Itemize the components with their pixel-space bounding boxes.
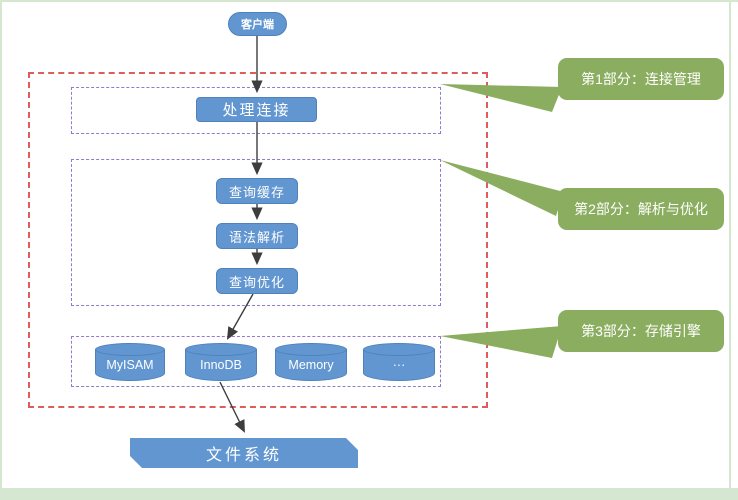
engine-label: InnoDB <box>200 358 242 372</box>
engine-cylinder-myisam: MyISAM <box>95 343 165 381</box>
optimizer-label: 查询优化 <box>228 274 285 290</box>
cylinder-top <box>95 343 165 356</box>
callout-label: 第1部分：连接管理 <box>581 71 701 87</box>
engine-cylinder-others: ··· <box>363 343 435 381</box>
arrow-optimizer-to-engine <box>226 293 254 340</box>
server-boundary-box <box>28 72 488 408</box>
cylinder-top <box>363 343 435 356</box>
engine-cylinder-innodb: InnoDB <box>185 343 257 381</box>
callout-label: 第3部分：存储引擎 <box>581 323 701 339</box>
file-system-node: 文件系统 <box>130 438 358 468</box>
page-border-left <box>0 0 2 500</box>
client-label: 客户端 <box>241 19 274 31</box>
query-cache-node: 查询缓存 <box>216 178 298 204</box>
engine-label: MyISAM <box>106 358 154 372</box>
engine-cylinder-memory: Memory <box>275 343 347 381</box>
engine-label: Memory <box>288 358 334 372</box>
callout-part3-storage-engine: 第3部分：存储引擎 <box>558 310 724 352</box>
parser-node: 语法解析 <box>216 223 298 249</box>
page-border-bottom <box>0 488 738 500</box>
cylinder-top <box>185 343 257 356</box>
optimizer-node: 查询优化 <box>216 268 298 294</box>
storage-engine-group-box <box>71 336 441 387</box>
page-border-top <box>0 0 738 2</box>
client-node: 客户端 <box>228 12 287 36</box>
callout-part2-parse-optimize: 第2部分：解析与优化 <box>558 188 724 230</box>
query-cache-label: 查询缓存 <box>228 184 285 200</box>
cylinder-top <box>275 343 347 356</box>
engine-label: ··· <box>392 358 406 372</box>
callout-part1-connection-management: 第1部分：连接管理 <box>558 58 724 100</box>
parse-optimize-group-box <box>71 159 441 306</box>
handle-connection-node: 处理连接 <box>196 97 317 122</box>
parser-label: 语法解析 <box>228 229 285 245</box>
file-system-label: 文件系统 <box>205 447 282 464</box>
callout-label: 第2部分：解析与优化 <box>574 201 708 217</box>
handle-connection-label: 处理连接 <box>222 102 291 119</box>
callout3-tail <box>440 326 562 358</box>
page-border-right <box>729 0 731 488</box>
callout2-tail <box>440 160 564 216</box>
arrow-engine-to-filesystem <box>219 381 245 433</box>
callout1-tail <box>440 84 562 112</box>
